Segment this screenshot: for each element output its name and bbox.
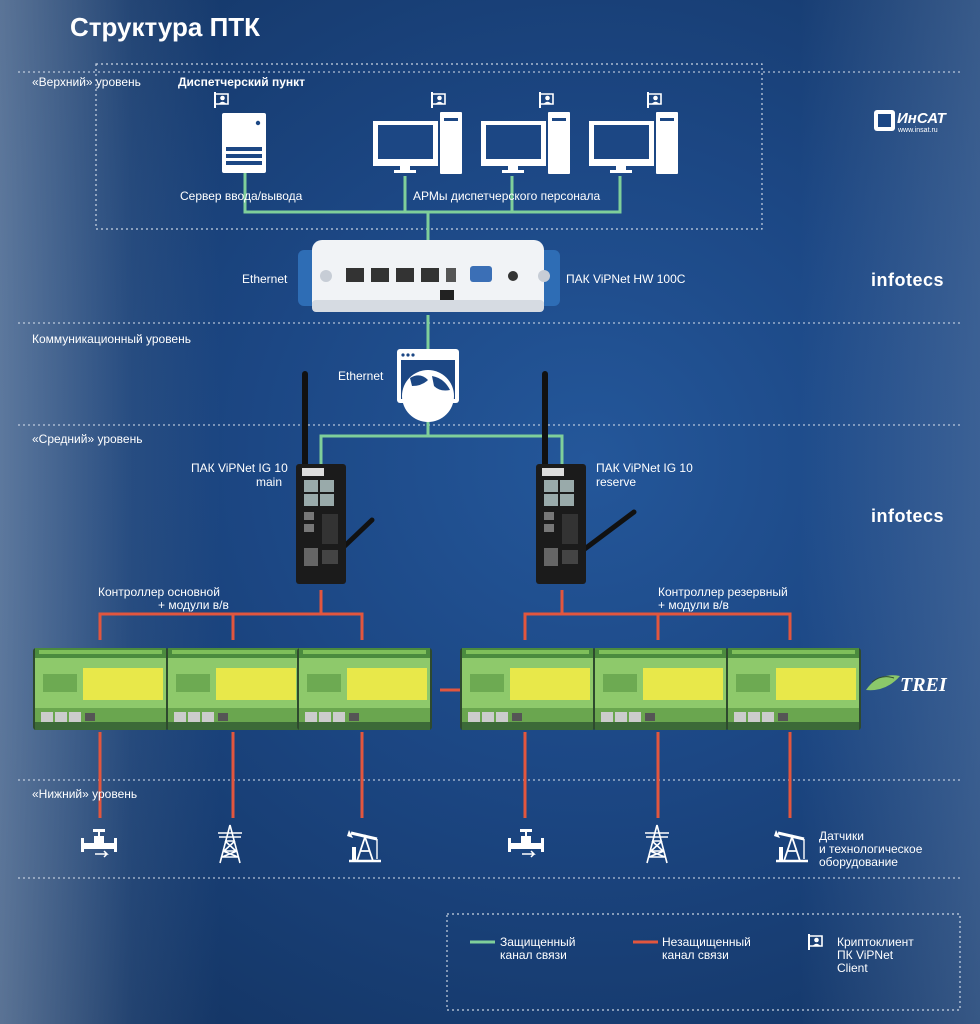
insat-logo-text: ИнСАТ <box>897 110 946 127</box>
arms-label: АРМы диспетчерского персонала <box>413 189 601 203</box>
legend-client-icon <box>807 933 823 951</box>
server-label: Сервер ввода/вывода <box>180 189 303 203</box>
controller-main-label-1: Контроллер основной <box>98 585 220 599</box>
legend-insecure-label-2: канал связи <box>662 948 729 962</box>
trei-leaf-icon <box>866 675 900 691</box>
valve-icon-1 <box>80 828 118 858</box>
controller-main-3 <box>297 648 432 730</box>
ig-main-label-1: ПАК ViPNet IG 10 <box>191 461 288 475</box>
server-icon <box>222 113 266 173</box>
controller-main-1 <box>33 648 168 730</box>
level-separators <box>18 71 960 879</box>
level-mid-label: «Средний» уровень <box>32 432 143 446</box>
level-comm-label: Коммуникационный уровень <box>32 332 191 346</box>
crypto-client-icon-arm-3 <box>646 91 662 109</box>
page-title: Структура ПТК <box>70 12 261 42</box>
controller-reserve-label-2: + модули в/в <box>658 598 729 612</box>
legend-client-label-2: ПК ViPNet <box>837 948 894 962</box>
controller-reserve-label-1: Контроллер резервный <box>658 585 788 599</box>
legend-secure-label-1: Защищенный <box>500 935 576 949</box>
workstation-icon-3 <box>589 112 678 174</box>
legend-secure-label-2: канал связи <box>500 948 567 962</box>
insat-logo-icon <box>874 110 895 131</box>
controller-main-label-2: + модули в/в <box>158 598 229 612</box>
power-tower-icon-2 <box>644 824 670 864</box>
legend-client-label-3: Client <box>837 961 868 975</box>
legend-insecure-label-1: Незащищенный <box>662 935 751 949</box>
controller-reserve-3 <box>726 648 861 730</box>
controller-main-2 <box>166 648 301 730</box>
power-tower-icon-1 <box>217 824 243 864</box>
ethernet-top-label: Ethernet <box>242 272 288 286</box>
legend-client-label-1: Криптоклиент <box>837 935 914 949</box>
workstation-icon-2 <box>481 112 570 174</box>
hw100-label: ПАК ViPNet HW 100C <box>566 272 686 286</box>
crypto-client-icon-arm-1 <box>430 91 446 109</box>
ig10-main-device-icon <box>296 371 375 584</box>
workstation-icon-1 <box>373 112 462 174</box>
ig-main-label-2: main <box>256 475 283 489</box>
level-bottom-label: «Нижний» уровень <box>32 787 138 801</box>
trei-logo-text: TREI <box>900 674 947 696</box>
sensors-label-2: и технологическое <box>819 842 923 856</box>
oil-pump-icon-2 <box>772 828 810 863</box>
controller-reserve-2 <box>593 648 728 730</box>
background-left <box>0 0 220 1024</box>
crypto-client-icon-server <box>213 91 229 109</box>
sensors-label-3: оборудование <box>819 855 898 869</box>
internet-browser-icon <box>397 349 459 422</box>
hw100-device-icon <box>298 240 560 312</box>
ethernet-comm-label: Ethernet <box>338 369 384 383</box>
ig-reserve-label-1: ПАК ViPNet IG 10 <box>596 461 693 475</box>
sensors-label-1: Датчики <box>819 829 864 843</box>
controller-reserve-1 <box>460 648 595 730</box>
oil-pump-icon-1 <box>345 828 383 863</box>
infotecs-logo-2: infotecs <box>871 506 945 526</box>
ig10-reserve-device-icon <box>536 371 637 584</box>
crypto-client-icon-arm-2 <box>538 91 554 109</box>
ig-reserve-label-2: reserve <box>596 475 637 489</box>
insecure-links <box>98 590 792 818</box>
background-right <box>800 0 980 1024</box>
insat-logo-url: www.insat.ru <box>898 127 938 134</box>
legend-frame <box>446 913 961 1011</box>
valve-icon-2 <box>507 828 545 858</box>
dispatch-point-label: Диспетчерский пункт <box>178 75 306 89</box>
infotecs-logo-1: infotecs <box>871 270 945 290</box>
level-top-label: «Верхний» уровень <box>32 75 141 89</box>
